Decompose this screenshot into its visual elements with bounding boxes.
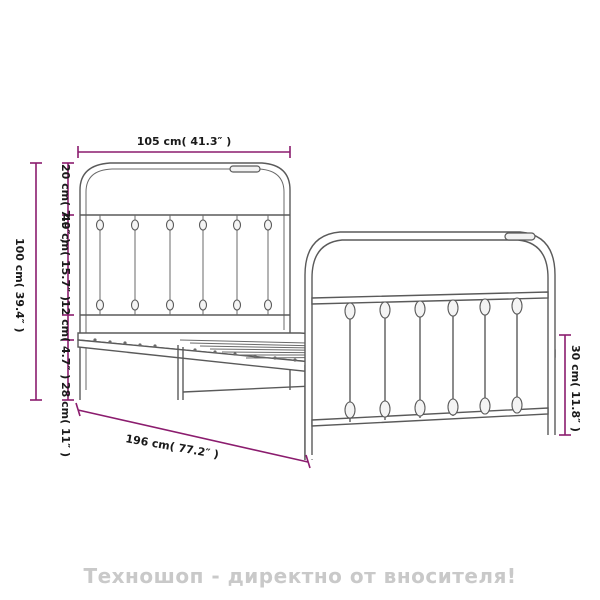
label-leg-clear: 28 cm( 11″ ) [59,382,72,457]
watermark-text: Техношоп - директно от вносителя! [83,564,517,588]
label-head-top: 20 cm( 7.9″ ) [59,164,72,243]
footboard-cap [504,232,536,241]
footboard-spindles [344,297,523,422]
rail-holes [93,338,297,362]
label-total-height: 100 cm( 39.4″ ) [13,238,26,333]
label-head-low: 12 cm( 4.7″ ) [59,300,72,379]
footboard-bottom-rail [311,407,549,427]
footboard-top-rail [311,291,549,305]
label-head-mid: 40 cm( 15.7″ ) [59,214,72,301]
label-width: 105 cm( 41.3″ ) [137,135,232,148]
headboard-inner-frame [85,168,285,390]
dimension-lines [30,146,571,469]
headboard-cap [229,165,261,173]
footboard [304,231,556,460]
label-length: 196 cm( 77.2″ ) [124,432,219,461]
headboard-spindles [95,215,273,315]
label-foot-height: 30 cm( 11.8″ ) [569,345,582,432]
dim-length-line [77,409,309,463]
